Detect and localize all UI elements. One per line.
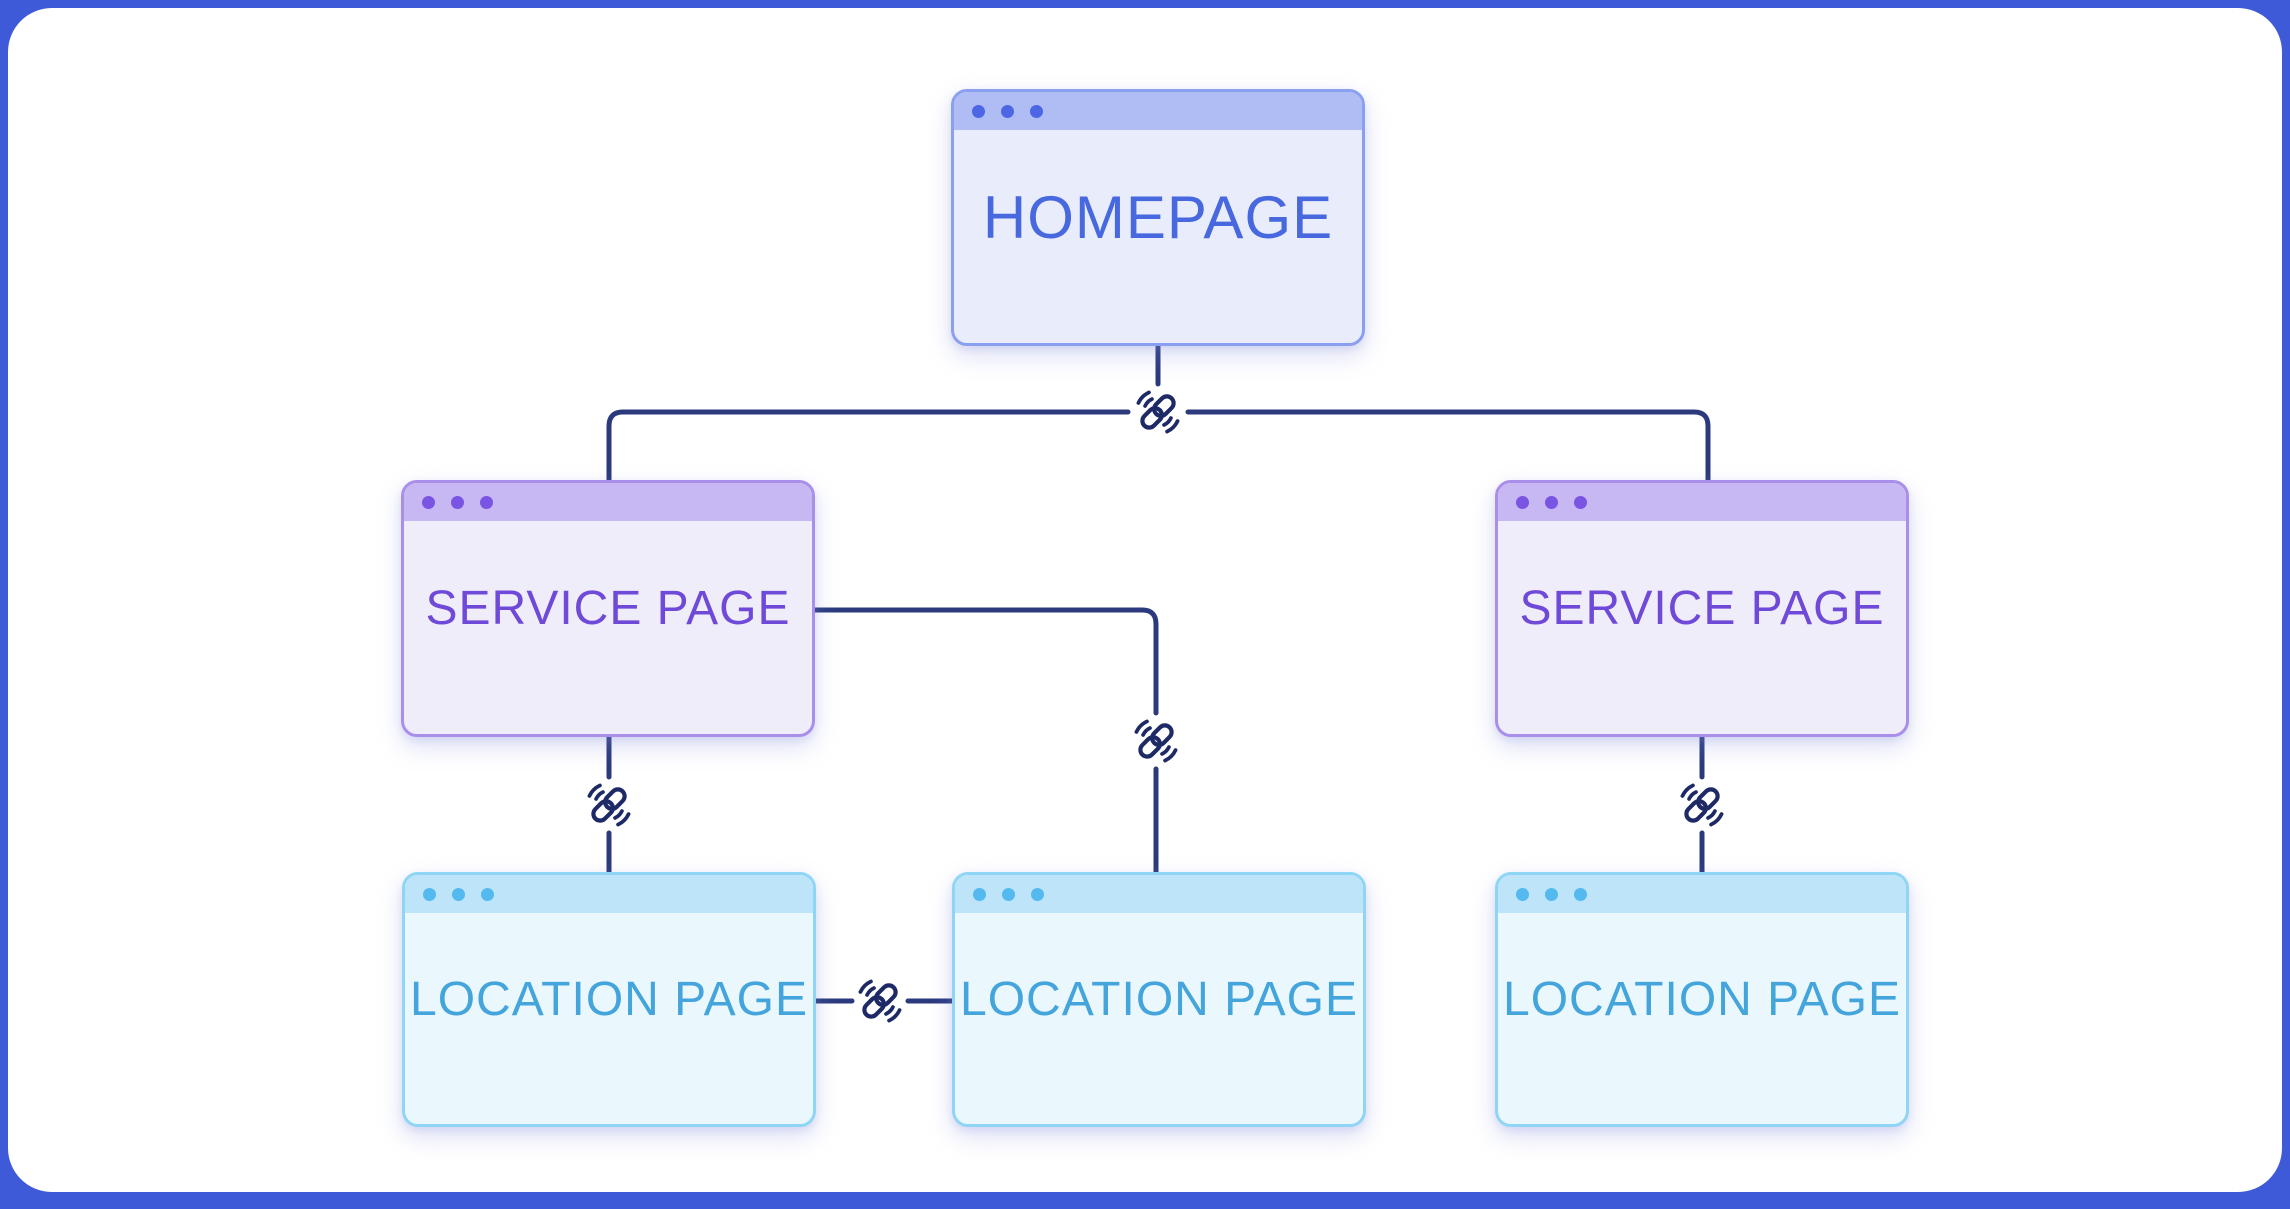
browser-titlebar: [1498, 875, 1906, 913]
window-dot-icon: [422, 495, 435, 509]
browser-titlebar: [954, 92, 1362, 130]
location-page-right-node: LOCATION PAGE: [1495, 872, 1909, 1127]
edge-homepage-to-services: [606, 343, 1711, 483]
window-dot-icon: [1516, 887, 1529, 901]
window-dot-icon: [1031, 887, 1044, 901]
location-page-label: LOCATION PAGE: [410, 973, 808, 1026]
location-page-left-node: LOCATION PAGE: [402, 872, 816, 1127]
window-dot-icon: [481, 887, 494, 901]
service-page-label: SERVICE PAGE: [1519, 582, 1885, 635]
chain-link-icon: [1136, 721, 1175, 760]
service-page-label: SERVICE PAGE: [425, 582, 791, 635]
window-dot-icon: [480, 495, 493, 509]
location-page-label: LOCATION PAGE: [960, 973, 1358, 1026]
chain-link-icon: [589, 785, 628, 824]
location-page-middle-node: LOCATION PAGE: [952, 872, 1366, 1127]
homepage-label: HOMEPAGE: [982, 184, 1334, 251]
location-page-label: LOCATION PAGE: [1503, 973, 1901, 1026]
chain-link-icon: [1682, 785, 1721, 824]
service-page-right-node: SERVICE PAGE: [1495, 480, 1909, 737]
browser-titlebar: [404, 483, 812, 521]
window-dot-icon: [451, 495, 464, 509]
browser-titlebar: [955, 875, 1363, 913]
browser-titlebar: [1498, 483, 1906, 521]
chain-link-icon: [1138, 392, 1177, 431]
canvas-card: HOMEPAGE SERVICE PAGE SERVICE PAGE: [8, 8, 2282, 1192]
window-dot-icon: [1030, 104, 1043, 118]
window-dot-icon: [1574, 495, 1587, 509]
window-dot-icon: [1545, 887, 1558, 901]
chain-link-icon: [860, 981, 899, 1020]
window-dot-icon: [1545, 495, 1558, 509]
window-dot-icon: [1516, 495, 1529, 509]
window-dot-icon: [1574, 887, 1587, 901]
service-page-left-node: SERVICE PAGE: [401, 480, 815, 737]
browser-titlebar: [405, 875, 813, 913]
window-dot-icon: [973, 887, 986, 901]
homepage-node: HOMEPAGE: [951, 89, 1365, 346]
window-dot-icon: [423, 887, 436, 901]
window-dot-icon: [1002, 887, 1015, 901]
window-dot-icon: [1001, 104, 1014, 118]
sitemap-diagram: HOMEPAGE SERVICE PAGE SERVICE PAGE: [8, 8, 2282, 1192]
window-dot-icon: [972, 104, 985, 118]
edge-service-left-to-location-middle: [812, 607, 1159, 875]
window-dot-icon: [452, 887, 465, 901]
